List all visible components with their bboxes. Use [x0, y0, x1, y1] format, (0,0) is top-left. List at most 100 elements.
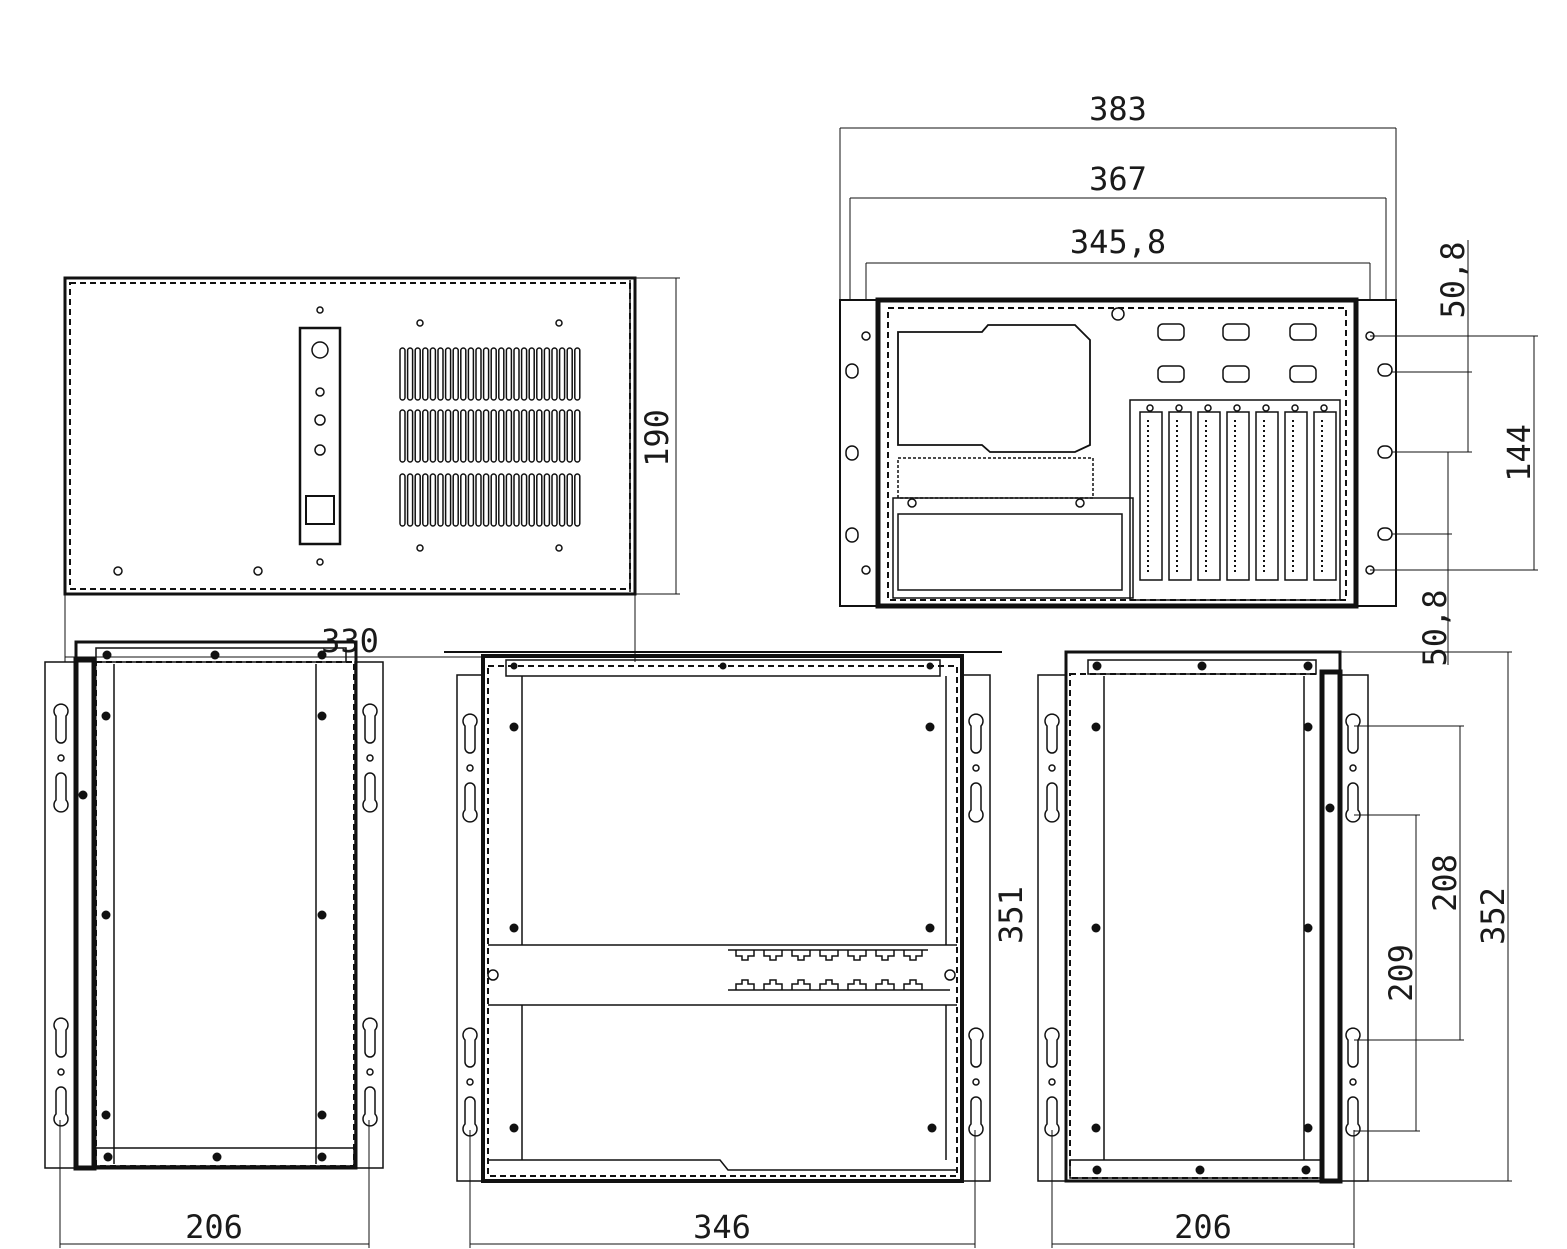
top-card-guides	[735, 950, 923, 990]
vent-slot	[566, 409, 573, 463]
keyhole	[968, 782, 984, 823]
vent-slot	[551, 347, 558, 401]
front-dims: 190 330	[64, 277, 680, 662]
vent-slot	[429, 409, 437, 463]
screw-dot	[101, 711, 111, 721]
vent-slot	[437, 473, 444, 527]
keyhole	[462, 1027, 478, 1068]
slot-screw	[1262, 404, 1270, 412]
expansion-slot	[1284, 411, 1308, 581]
vent-slot	[437, 409, 444, 463]
screw-dot	[317, 1110, 327, 1120]
vent-slot	[536, 473, 543, 527]
vent-slot	[414, 347, 421, 401]
keyhole-pin	[1349, 1078, 1357, 1086]
keyhole	[362, 1086, 378, 1127]
vent-slot	[513, 409, 520, 463]
vent-slot	[498, 347, 505, 401]
rear-hole-mid-label: 144	[1500, 424, 1538, 482]
vent-slot	[528, 409, 535, 463]
vent-slot	[399, 347, 406, 401]
card-guide	[763, 979, 783, 990]
screw-dot	[927, 1123, 937, 1133]
card-guide	[875, 979, 895, 990]
vent-slot	[482, 473, 490, 527]
card-guide	[903, 979, 923, 990]
top-screws	[509, 662, 937, 1133]
card-guide	[903, 950, 923, 961]
vent-slot	[543, 347, 551, 401]
vent-slot	[475, 409, 482, 463]
vent-slot	[460, 473, 467, 527]
right-dims: 206 352 208 209	[1051, 651, 1512, 1248]
vent-slot	[406, 409, 414, 463]
vent-slot	[513, 347, 520, 401]
vent-slot	[422, 347, 429, 401]
vent-slot	[574, 409, 581, 463]
keyhole	[53, 1017, 69, 1058]
keyhole	[53, 772, 69, 813]
vent-slot	[574, 473, 581, 527]
right-depth-label: 352	[1474, 887, 1512, 945]
vent-slot	[490, 409, 497, 463]
vent-slot	[399, 473, 406, 527]
keyhole	[1044, 1096, 1060, 1137]
left-side-keyholes	[53, 703, 378, 1127]
vent-slot	[482, 347, 490, 401]
keyhole-pin	[466, 764, 474, 772]
keyhole	[462, 782, 478, 823]
vent-slot	[460, 347, 467, 401]
vent-slot	[505, 347, 513, 401]
vent-slot	[543, 409, 551, 463]
screw-dot	[1303, 923, 1313, 933]
vent-slot	[520, 473, 528, 527]
keyhole	[53, 1086, 69, 1127]
keyhole	[462, 713, 478, 754]
vent-slot	[467, 473, 475, 527]
slot-screw	[1320, 404, 1328, 412]
keyhole	[1345, 1027, 1361, 1068]
vent-slot	[520, 409, 528, 463]
screw-dot	[926, 662, 934, 670]
vent-slot	[558, 409, 566, 463]
keyhole-pin	[366, 1068, 374, 1076]
rear-width-mid-label: 367	[1089, 160, 1147, 198]
rear-width-inner-label: 345,8	[1070, 223, 1166, 261]
screw-dot	[317, 1152, 327, 1162]
screw-dot	[1197, 661, 1207, 671]
keyhole	[53, 703, 69, 744]
keyhole	[1345, 713, 1361, 754]
screw-dot	[509, 923, 519, 933]
expansion-slot	[1313, 411, 1337, 581]
keyhole	[1044, 713, 1060, 754]
vent-slot	[482, 409, 490, 463]
keyhole	[362, 1017, 378, 1058]
vent-slot	[452, 409, 459, 463]
keyhole	[362, 772, 378, 813]
vent-slot	[406, 347, 414, 401]
right-side-keyholes	[1044, 713, 1361, 1137]
screw-dot	[317, 650, 327, 660]
expansion-slot	[1226, 411, 1250, 581]
screw-dot	[1195, 1165, 1205, 1175]
screw-dot	[925, 722, 935, 732]
screw-dot	[509, 722, 519, 732]
screw-dot	[510, 662, 518, 670]
vent-slot	[414, 473, 421, 527]
slot-screw	[1204, 404, 1212, 412]
card-guide	[735, 979, 755, 990]
screw-dot	[1091, 1123, 1101, 1133]
vent-slot	[444, 409, 452, 463]
screw-dot	[212, 1152, 222, 1162]
vent-slot	[558, 347, 566, 401]
top-view	[444, 651, 1002, 1183]
vent-slot	[444, 347, 452, 401]
keyhole	[1345, 1096, 1361, 1137]
vent-slot	[422, 409, 429, 463]
card-guide	[875, 950, 895, 961]
screw-dot	[1091, 722, 1101, 732]
vent-slot	[498, 473, 505, 527]
keyhole-pin	[972, 764, 980, 772]
vent-slot	[551, 409, 558, 463]
keyhole-pin	[1349, 764, 1357, 772]
